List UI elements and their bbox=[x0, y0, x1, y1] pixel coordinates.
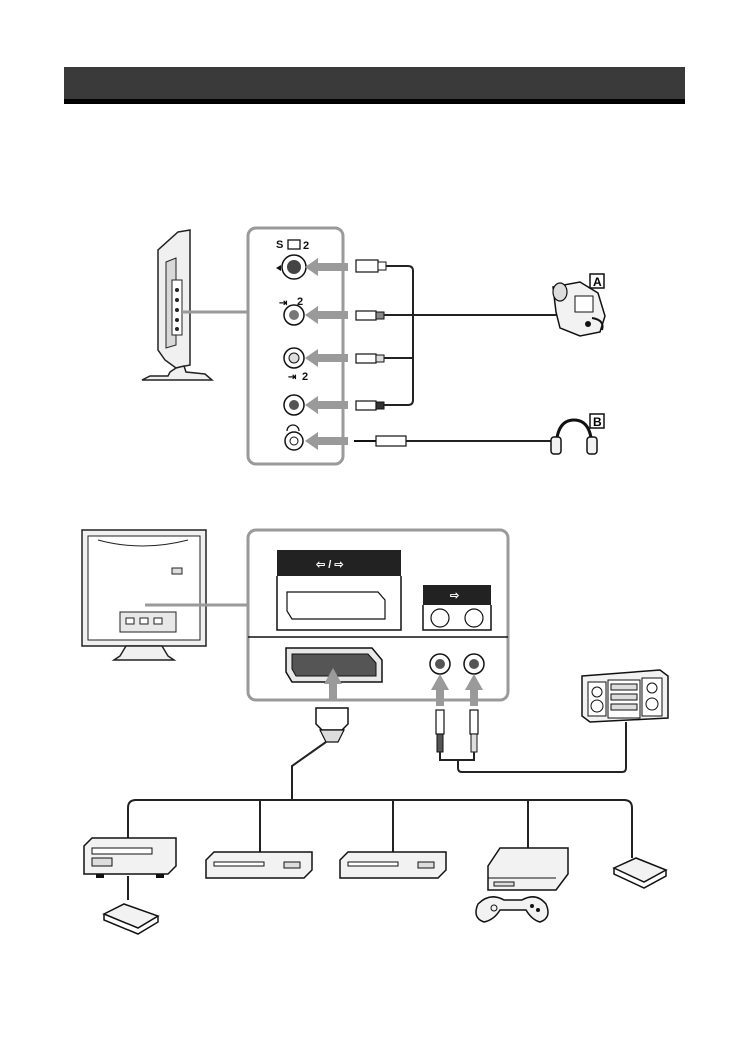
decoder-icon bbox=[104, 904, 158, 934]
decoder-2-icon bbox=[614, 858, 666, 888]
audio-in-number: 2 bbox=[302, 371, 308, 383]
game-controller-icon bbox=[476, 897, 548, 922]
audio-out-symbol: ⇨ bbox=[450, 590, 460, 602]
badge-a-label: A bbox=[593, 275, 602, 289]
s-video-label: S bbox=[276, 239, 283, 251]
tv-side-view bbox=[142, 230, 248, 380]
hifi-stereo-icon bbox=[582, 670, 668, 722]
rca-plugs bbox=[436, 710, 478, 752]
dvd-player-1-icon bbox=[206, 852, 312, 878]
badge-b-label: B bbox=[593, 415, 602, 429]
side-cables bbox=[384, 266, 568, 441]
tv-rear-view bbox=[82, 530, 248, 660]
vcr-icon bbox=[84, 838, 176, 878]
side-plugs bbox=[354, 260, 406, 446]
camcorder-icon bbox=[553, 282, 605, 336]
dvd-player-2-icon bbox=[340, 852, 446, 878]
s-video-number: 2 bbox=[303, 240, 309, 252]
scart-symbol: ⇦ / ⇨ bbox=[315, 559, 344, 571]
audio-in-icon: ⇥ bbox=[288, 372, 297, 383]
scart-plug bbox=[316, 708, 348, 742]
game-console-icon bbox=[488, 848, 568, 890]
